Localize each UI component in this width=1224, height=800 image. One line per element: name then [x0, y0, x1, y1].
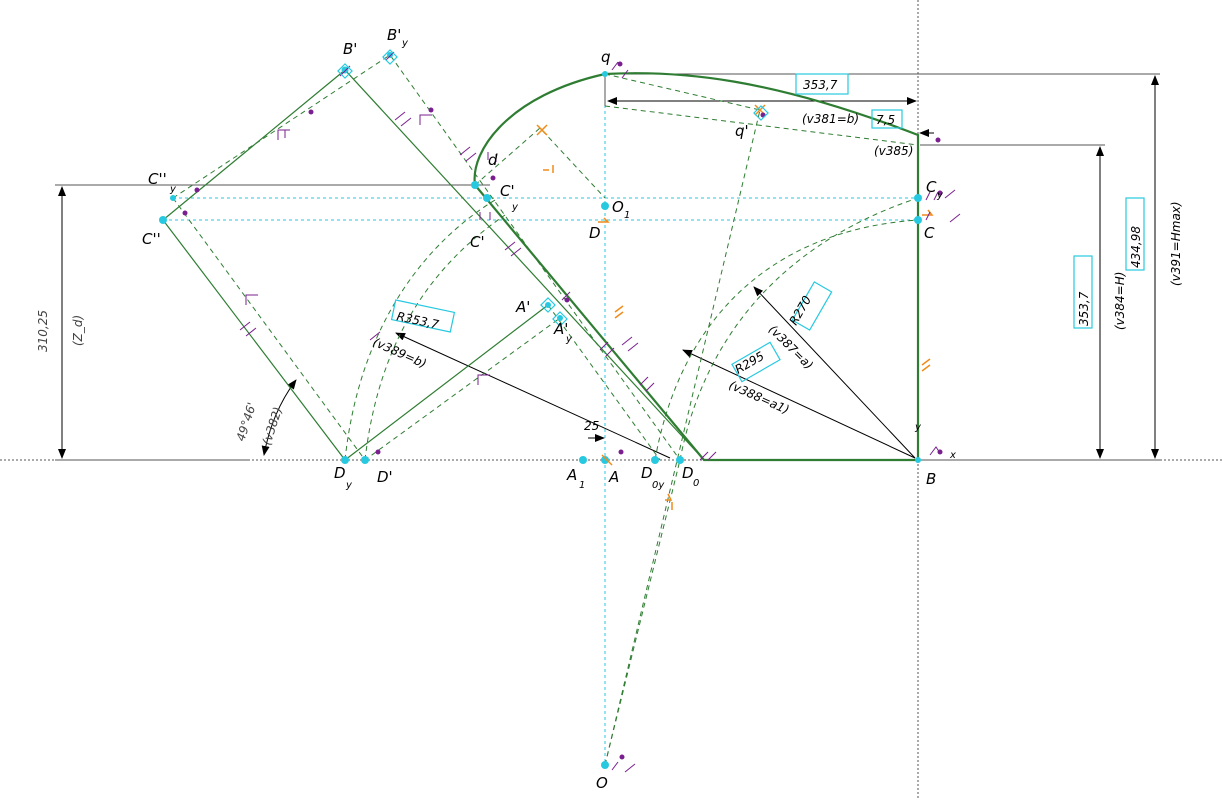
label-B-prime: B' — [343, 40, 357, 58]
dim-angle-label: (v382) — [260, 405, 285, 447]
dim-v385: (v385) — [874, 144, 913, 158]
label-D-y: D — [334, 464, 346, 482]
label-O: O — [596, 774, 608, 792]
dim-radius-b: R353,7 — [395, 309, 440, 332]
point-labels: q B' B' y q' d C'' y C'' C' y C' O 1 D C… — [142, 26, 956, 792]
dim-angle-value: 49°46' — [234, 401, 260, 443]
dim-offset-small: 7,5 — [876, 113, 895, 127]
label-B-prime-y-sub: y — [401, 38, 409, 49]
label-axis-y: y — [914, 422, 922, 433]
label-C-y: C — [926, 178, 937, 196]
label-D0y: D — [641, 464, 653, 482]
label-D0y-sub: 0y — [652, 480, 665, 491]
dim-offset-25: 25 — [584, 419, 599, 433]
dim-radius-a: R270 — [786, 293, 814, 327]
dimension-arrows — [58, 75, 1159, 459]
dim-v381: (v381=b) — [802, 112, 859, 126]
label-C-dprime-y: C'' — [148, 170, 167, 188]
label-C-prime-y-sub: y — [511, 202, 519, 213]
orange-markers — [536, 104, 934, 510]
label-axis-x: x — [949, 450, 956, 461]
label-C-prime: C' — [470, 233, 485, 251]
dim-v388: (v388=a1) — [727, 378, 792, 417]
label-A-prime-y: A' — [553, 320, 568, 338]
label-A: A — [608, 468, 619, 486]
label-A1-sub: 1 — [579, 480, 585, 491]
dimension-texts: 353,7 (v381=b) 7,5 (v385) 353,7 (v384=H)… — [36, 78, 1183, 447]
constraint-dots — [182, 61, 943, 760]
dim-v389: (v389=b) — [371, 335, 429, 371]
constraint-glyphs — [239, 51, 961, 773]
right-angle-marks — [337, 49, 769, 327]
dim-height-H: 353,7 — [1077, 291, 1091, 326]
dim-height-Hmax: 434,98 — [1129, 226, 1143, 268]
label-C-dprime: C'' — [142, 230, 161, 248]
label-D0: D — [682, 464, 694, 482]
dim-width-top: 353,7 — [803, 78, 838, 92]
label-C-y-sub: y — [936, 190, 944, 201]
label-A-prime-y-sub: y — [565, 334, 573, 345]
label-C: C — [924, 224, 935, 242]
label-C-dprime-y-sub: y — [169, 184, 177, 195]
label-A1: A — [566, 466, 577, 484]
label-O1: O — [612, 198, 624, 216]
dim-v391: (v391=Hmax) — [1169, 201, 1183, 286]
label-d: d — [488, 151, 498, 169]
label-D0-sub: 0 — [693, 478, 699, 489]
label-D: D — [589, 224, 601, 242]
label-A-prime: A' — [515, 298, 530, 316]
label-D-prime: D' — [377, 468, 393, 486]
point-markers — [159, 52, 922, 769]
dim-z-label: (Z_d) — [71, 315, 85, 346]
label-q: q — [601, 48, 611, 66]
dimension-lines — [55, 73, 1160, 461]
label-O1-sub: 1 — [624, 210, 630, 221]
label-B-prime-y: B' — [387, 26, 401, 44]
dim-v384: (v384=H) — [1113, 272, 1127, 330]
dim-z-value: 310,25 — [36, 310, 50, 352]
label-C-prime-y: C' — [500, 182, 515, 200]
value-boxes — [390, 73, 1145, 383]
construction-lines — [172, 54, 919, 766]
dim-radius-a1: R295 — [733, 349, 767, 377]
label-D-y-sub: y — [345, 480, 353, 491]
label-B: B — [926, 470, 936, 488]
label-q-prime: q' — [735, 122, 749, 140]
